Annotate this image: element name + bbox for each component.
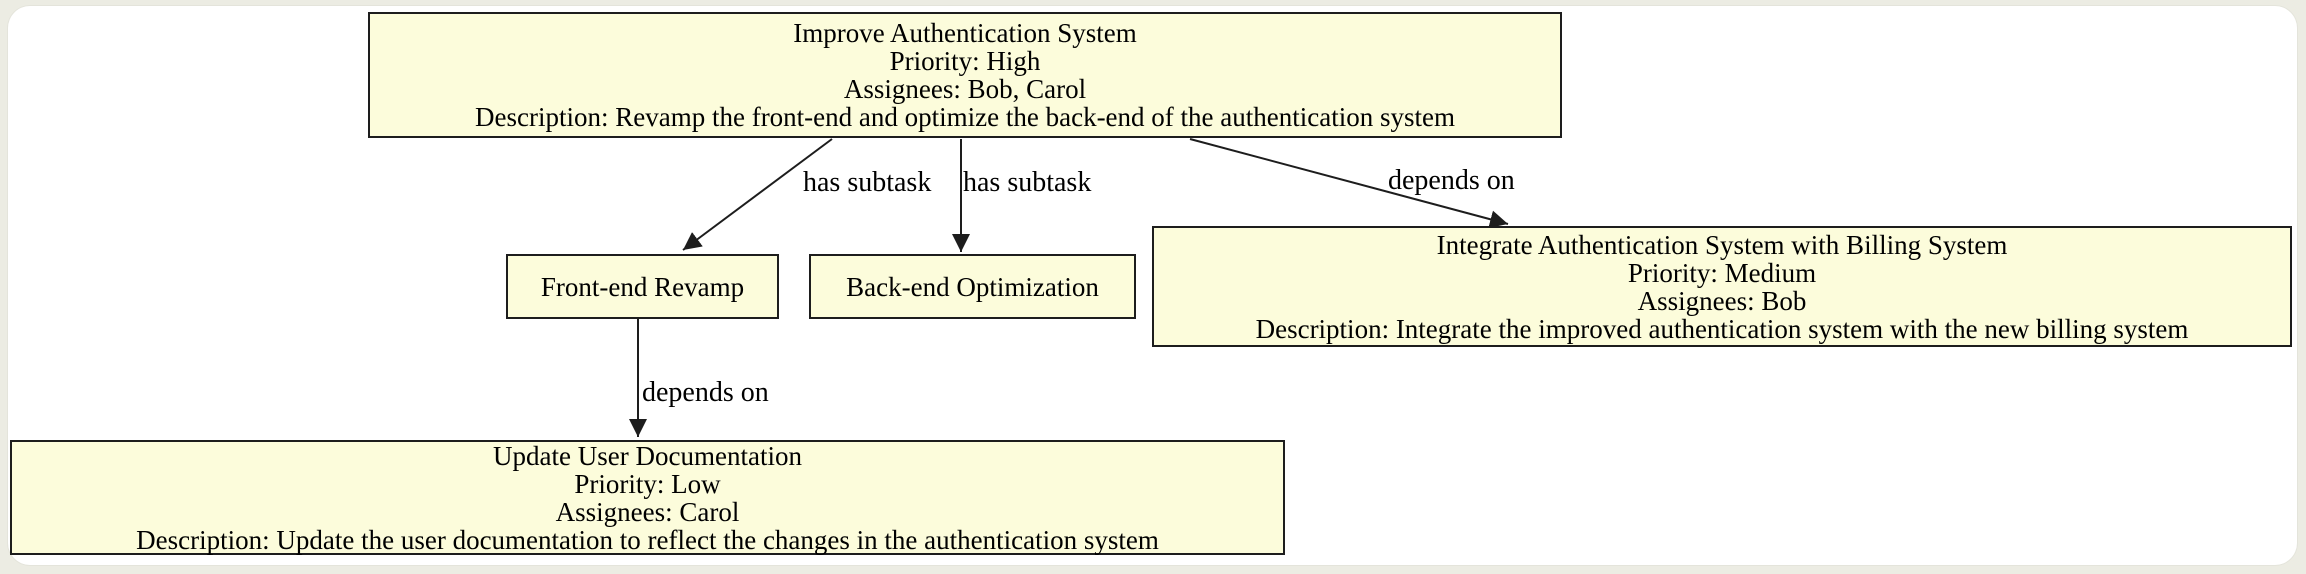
node-description: Description: Integrate the improved auth… bbox=[1255, 313, 2189, 344]
node-assignees: Assignees: Carol bbox=[555, 496, 740, 527]
edge-label-depends-on-1: depends on bbox=[1388, 165, 1515, 196]
node-title: Front-end Revamp bbox=[540, 271, 745, 302]
node-priority: Priority: Low bbox=[574, 468, 721, 499]
node-title: Update User Documentation bbox=[493, 440, 802, 471]
node-title: Back-end Optimization bbox=[846, 271, 1099, 302]
edge-label-has-subtask-1: has subtask bbox=[803, 167, 932, 198]
edge-label-depends-on-2: depends on bbox=[642, 377, 769, 408]
edge-label-has-subtask-2: has subtask bbox=[963, 167, 1092, 198]
node-title: Improve Authentication System bbox=[793, 18, 1137, 48]
node-assignees: Assignees: Bob bbox=[1637, 285, 1807, 316]
task-node-update-user-documentation: Update User Documentation Priority: Low … bbox=[10, 440, 1285, 555]
node-assignees: Assignees: Bob, Carol bbox=[843, 74, 1087, 104]
node-priority: Priority: Medium bbox=[1627, 257, 1817, 288]
node-priority: Priority: High bbox=[889, 46, 1041, 76]
task-node-back-end-optimization: Back-end Optimization bbox=[809, 254, 1136, 319]
task-node-improve-authentication-system: Improve Authentication System Priority: … bbox=[368, 12, 1562, 138]
node-description: Description: Update the user documentati… bbox=[136, 524, 1159, 555]
task-node-integrate-authentication-billing: Integrate Authentication System with Bil… bbox=[1152, 226, 2292, 347]
node-description: Description: Revamp the front-end and op… bbox=[475, 102, 1455, 132]
node-title: Integrate Authentication System with Bil… bbox=[1436, 229, 2008, 260]
task-node-front-end-revamp: Front-end Revamp bbox=[506, 254, 779, 319]
